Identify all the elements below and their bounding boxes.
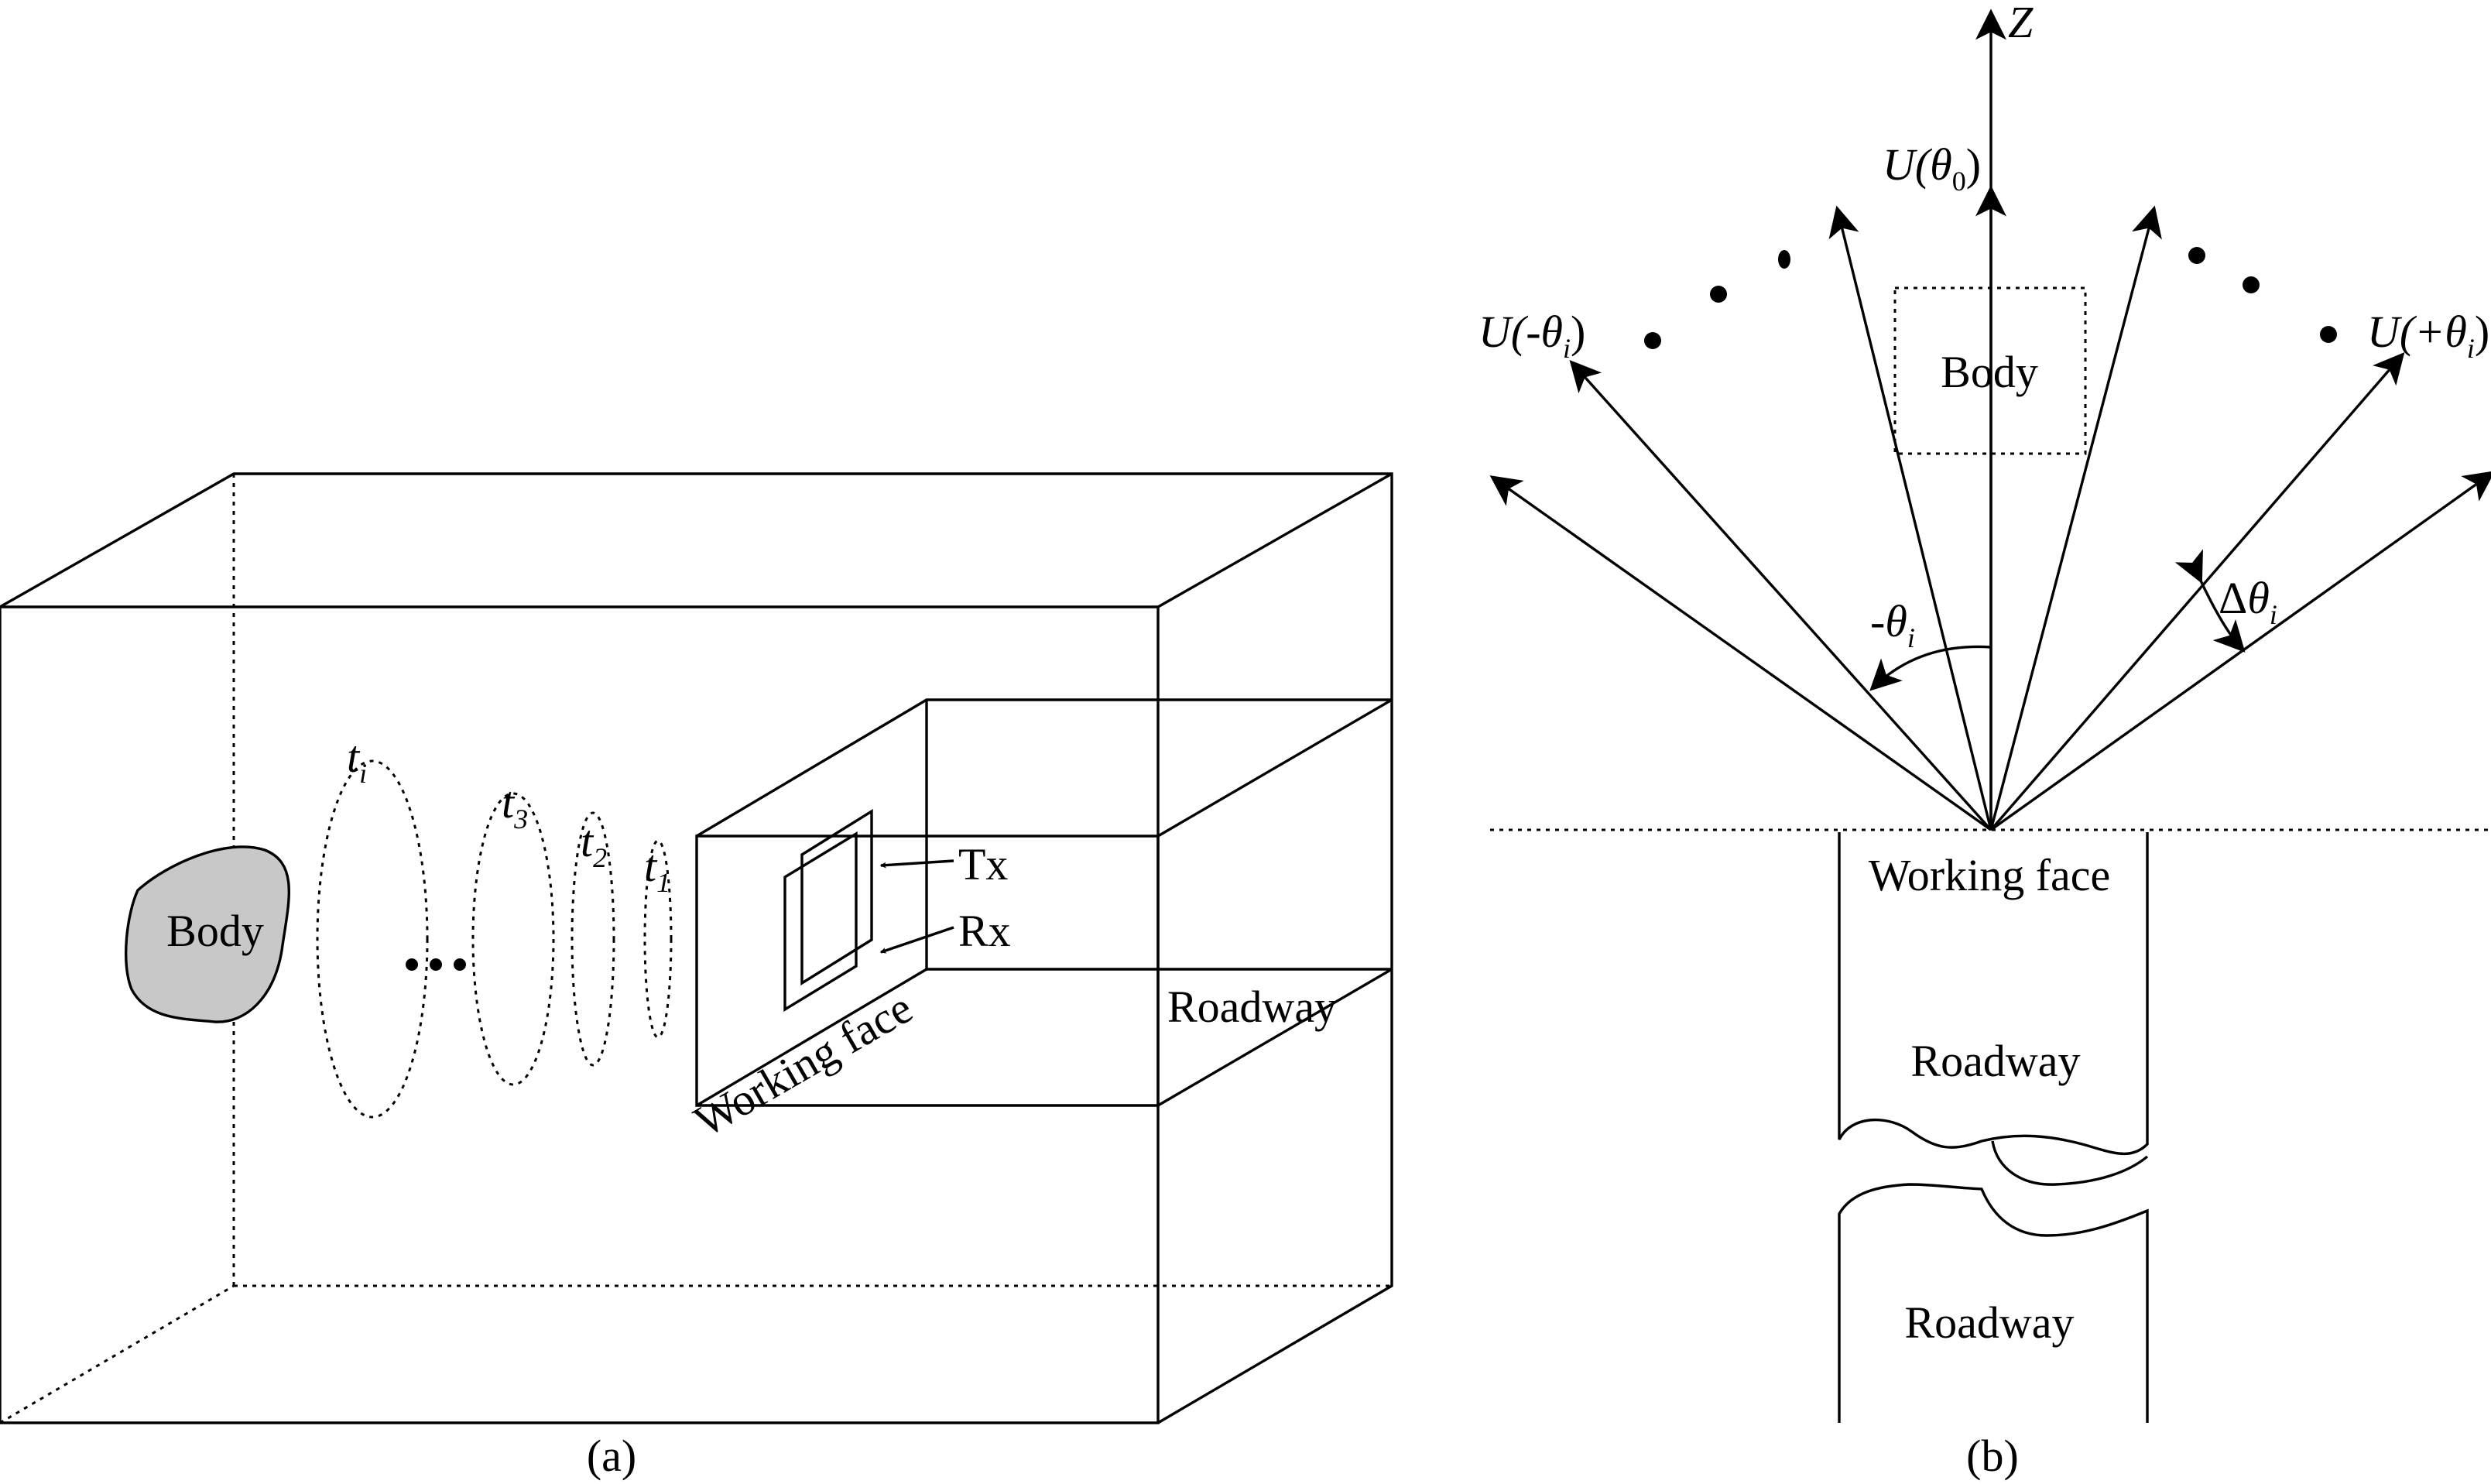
rx-loop (783, 831, 858, 1013)
delta-theta-label: Δθi (2219, 573, 2277, 630)
rx-label: Rx (958, 906, 1011, 956)
roadway-lower (1838, 1183, 2149, 1423)
fan-dots (1644, 247, 2337, 349)
neg-theta-label: -θi (1870, 596, 1915, 653)
time-label-t2: t2 (581, 816, 607, 873)
panel-a: Body ti t3 t2 t1 Tx Rx Working face Road… (0, 472, 1393, 1481)
caption-a: (a) (587, 1431, 636, 1481)
caption-b: (b) (1966, 1431, 2019, 1481)
roadway-label-b-lower: Roadway (1904, 1297, 2074, 1348)
working-face-label-b: Working face (1869, 850, 2111, 900)
delta-theta-arc (2174, 549, 2246, 653)
u-right-label: U(+θi) (2367, 307, 2489, 364)
neg-theta-arc (1869, 645, 1992, 691)
body-label-a: Body (166, 906, 264, 956)
roadway-box (695, 698, 1393, 1107)
body-label-b: Body (1941, 347, 2038, 397)
body-blob (125, 845, 291, 1023)
tx-arrow (879, 859, 954, 869)
tx-label: Tx (958, 839, 1008, 889)
roadway-break-bottom (1991, 1140, 2149, 1186)
roadway-label-a: Roadway (1167, 982, 1337, 1032)
time-ellipses (316, 759, 673, 1119)
ray-fan (1489, 205, 2491, 831)
rx-arrow (879, 926, 954, 954)
body-box (1893, 286, 2087, 455)
time-label-t3: t3 (502, 777, 528, 835)
panel-b: Body Z U(θ0) U(-θi) U(+θi) -θi Δθi Worki… (1478, 0, 2491, 1481)
tx-loop (800, 808, 873, 986)
time-label-ti: ti (347, 732, 367, 789)
u-left-label: U(-θi) (1478, 307, 1585, 364)
u-center-label: U(θ0) (1883, 139, 1981, 197)
working-face-label-a: Working face (686, 982, 920, 1147)
outer-box (0, 472, 1393, 1424)
z-label: Z (2008, 0, 2034, 47)
time-label-t1: t1 (644, 841, 670, 898)
ellipsis-dots (406, 958, 466, 971)
roadway-upper (1838, 832, 2149, 1156)
roadway-label-b-upper: Roadway (1910, 1036, 2080, 1086)
